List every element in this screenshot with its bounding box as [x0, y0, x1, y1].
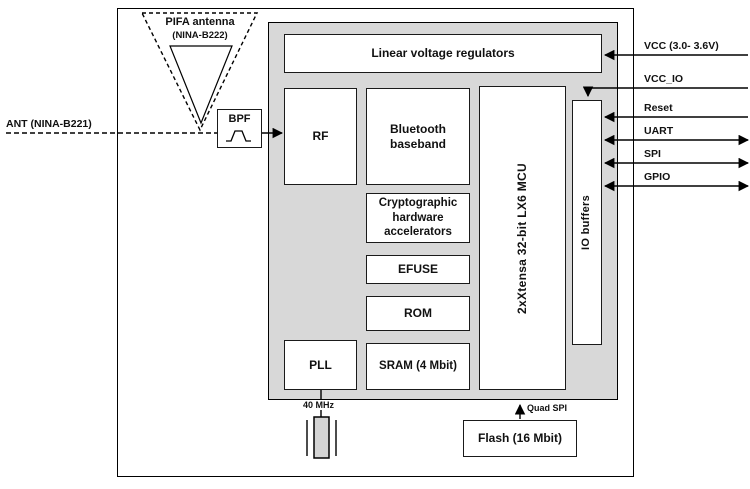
- block-linear-voltage-regulators: Linear voltage regulators: [284, 34, 602, 73]
- block-label: IO buffers: [580, 195, 593, 250]
- quad-spi-label: Quad SPI: [527, 403, 568, 413]
- block-label: Cryptographic hardware accelerators: [378, 197, 458, 239]
- pin-label-vcc: VCC (3.0- 3.6V): [644, 40, 719, 52]
- pin-label-spi: SPI: [644, 148, 661, 160]
- pin-label-uart: UART: [644, 125, 674, 137]
- block-label: PLL: [309, 357, 332, 372]
- pin-label-vcc-io: VCC_IO: [644, 73, 684, 85]
- block-flash: Flash (16 Mbit): [463, 420, 577, 457]
- block-label: ROM: [404, 306, 432, 320]
- block-label: 2xXtensa 32-bit LX6 MCU: [515, 162, 529, 314]
- block-label: Flash (16 Mbit): [477, 431, 562, 445]
- block-label: Linear voltage regulators: [371, 46, 515, 60]
- pifa-antenna-title: PIFA antenna: [165, 16, 235, 28]
- ant-label: ANT (NINA-B221): [6, 118, 92, 130]
- block-label: Bluetooth baseband: [389, 121, 446, 151]
- block-pll: PLL: [284, 340, 357, 390]
- block-crypto-accelerators: Cryptographic hardware accelerators: [366, 193, 470, 243]
- block-rf: RF: [284, 88, 357, 185]
- block-bpf: BPF: [217, 109, 262, 148]
- block-label: SRAM (4 Mbit): [379, 360, 457, 373]
- crystal-frequency-label: 40 MHz: [301, 400, 337, 410]
- block-label: RF: [312, 129, 329, 143]
- block-mcu: 2xXtensa 32-bit LX6 MCU: [479, 86, 566, 390]
- block-bluetooth-baseband: Bluetooth baseband: [366, 88, 470, 185]
- block-efuse: EFUSE: [366, 255, 470, 284]
- pin-label-gpio: GPIO: [644, 171, 671, 183]
- pifa-antenna-subtitle: (NINA-B222): [172, 30, 228, 41]
- block-io-buffers: IO buffers: [572, 100, 602, 345]
- block-label: BPF: [228, 113, 251, 125]
- module-outline: [117, 8, 634, 477]
- block-sram: SRAM (4 Mbit): [366, 343, 470, 390]
- pin-label-reset: Reset: [644, 102, 673, 114]
- block-rom: ROM: [366, 296, 470, 331]
- block-label: EFUSE: [397, 262, 438, 276]
